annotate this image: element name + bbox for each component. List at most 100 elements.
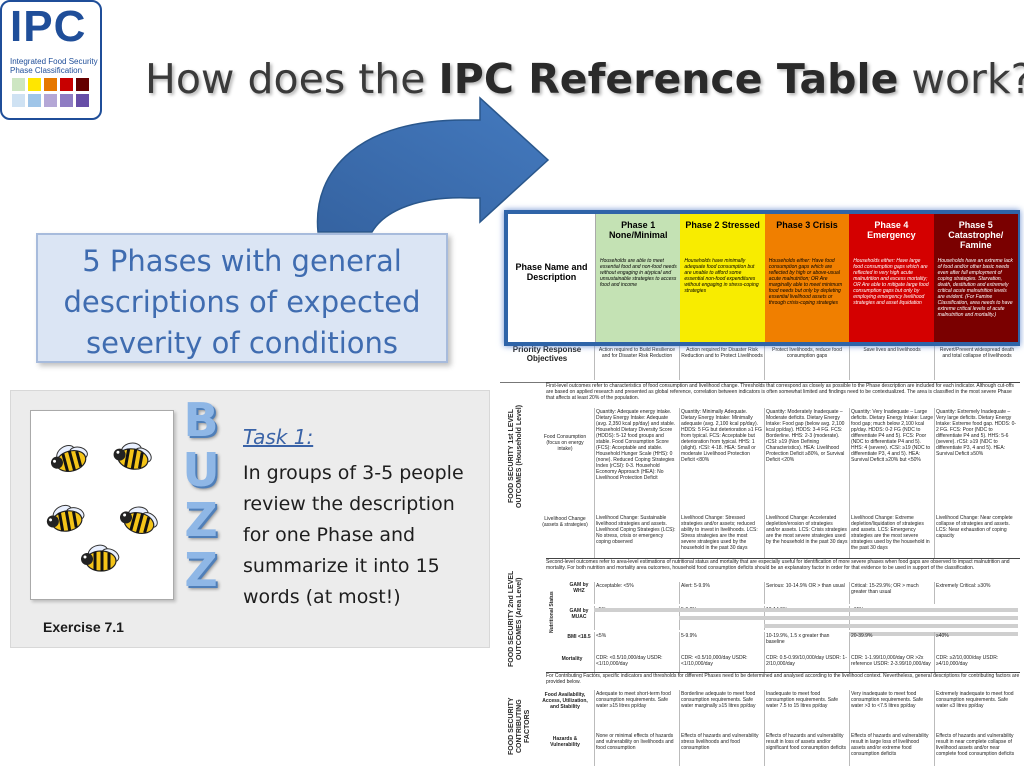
fc-cell: Quantity: Moderately Inadequate – Modera… (764, 408, 849, 514)
gam-muac-label: GAM by MUAC (569, 608, 589, 620)
av-cell: Inadequate to meet food consumption requ… (764, 690, 849, 732)
phase-name-label-cell: Phase Name and Description (508, 214, 596, 342)
phases-line-3: severity of conditions (85, 326, 399, 360)
gam-whz-label: GAM by WHZ (569, 582, 589, 594)
mort-cell: CDR: 1-1.99/10,000/day OR >2x reference … (849, 654, 934, 674)
av-cell: Borderline adequate to meet food consump… (679, 690, 764, 732)
bmi-cell: 20-39.9% (849, 632, 934, 654)
bee-icon (81, 544, 120, 572)
task-line: for one Phase and (243, 524, 416, 546)
obj-cell: Save lives and livelihoods (849, 346, 934, 380)
slide-title: How does the IPC Reference Table work? (145, 55, 1024, 103)
second-level-side-label: FOOD SECURITY 2nd LEVEL OUTCOMES (Area L… (508, 570, 523, 668)
fc-cell: Quantity: Minimally Adequate. Dietary En… (679, 408, 764, 514)
phase-header-highlight: Phase Name and Description Phase 1 None/… (504, 210, 1020, 346)
logo-square (12, 78, 25, 91)
phase-name: Phase 1 None/Minimal (608, 220, 668, 240)
exercise-label: Exercise 7.1 (43, 619, 124, 635)
buzz-letter: Z (184, 493, 218, 547)
lh-cell: Livelihood Change: Extreme depletion/liq… (849, 514, 934, 558)
logo-title: IPC (10, 2, 87, 51)
bees-illustration (46, 442, 158, 572)
bees-image (30, 410, 174, 600)
bmi-cell: 10-19.9%, 1.5 x greater than baseline (764, 632, 849, 654)
mortality-label: Mortality (561, 656, 583, 662)
hz-cell: Effects of hazards and vulnerability res… (764, 732, 849, 766)
logo-square (76, 78, 89, 91)
fc-cell: Quantity: Extremely Inadequate – Very la… (934, 408, 1019, 514)
first-level-note: First-level outcomes refer to characteri… (546, 382, 1020, 407)
livelihood-label: Livelihood Change (assets & strategies) (540, 516, 590, 546)
logo-subtitle: Integrated Food Security Phase Classific… (10, 57, 98, 75)
logo-square (60, 94, 73, 107)
logo-square (28, 94, 41, 107)
muac-band (594, 608, 1018, 612)
buzz-letters: B U Z Z (181, 395, 221, 595)
obj-cell: Action required for Disaster Risk Reduct… (679, 346, 764, 380)
muac-band (679, 616, 1018, 620)
av-cell: Very inadequate to meet food consumption… (849, 690, 934, 732)
fc-cell: Quantity: Very Inadequate – Large defici… (849, 408, 934, 514)
second-level-note: Second-level outcomes refer to area-leve… (546, 558, 1020, 579)
phase-name: Phase 2 Stressed (685, 220, 760, 230)
task-line: In groups of 3-5 people (243, 462, 464, 484)
fc-cell: Quantity: Adequate energy intake. Dietar… (594, 408, 679, 514)
availability-label: Food Availability, Access, Utilization, … (542, 692, 588, 710)
phase-description: Households have an extreme lack of food … (937, 258, 1013, 318)
phase-description: Households either: Have large food consu… (853, 258, 929, 306)
mort-cell: CDR: ≥2/10,000/day USDR: ≥4/10,000/day (934, 654, 1019, 674)
title-suffix: work? (898, 55, 1024, 103)
logo-square (28, 78, 41, 91)
whz-cell: Acceptable: <5% (594, 582, 679, 604)
logo-square (12, 94, 25, 107)
bmi-cell: <5% (594, 632, 679, 654)
lh-cell: Livelihood Change: Sustainable livelihoo… (594, 514, 679, 558)
muac-band (849, 632, 1018, 636)
obj-cell: Protect livelihoods, reduce food consump… (764, 346, 849, 380)
second-level-note-text: Second-level outcomes refer to area-leve… (546, 559, 1010, 571)
mort-cell: CDR: 0.5-0.99/10,000/day USDR: 1-2/10,00… (764, 654, 849, 674)
livelihood-label-text: Livelihood Change (assets & strategies) (542, 516, 588, 528)
bee-icon (119, 506, 158, 535)
bee-icon (46, 504, 85, 532)
whz-cell: Serious: 10-14.9% OR > than usual (764, 582, 849, 604)
first-level-note-text: First-level outcomes refer to characteri… (546, 383, 1014, 401)
mort-cell: CDR: <0.5/10,000/day USDR: <1/10,000/day (594, 654, 679, 674)
bmi-cell: 5-9.9% (679, 632, 764, 654)
phase-name: Phase 4 Emergency (867, 220, 916, 240)
bmi-cell: ≥40% (934, 632, 1019, 654)
task-body: In groups of 3-5 people review the descr… (243, 458, 488, 613)
bee-icon (50, 445, 88, 473)
phase-description: Households have minimally adequate food … (684, 258, 759, 294)
phase-description: Households are able to meet essential fo… (600, 258, 677, 288)
food-consumption-label-text: Food Consumption (focus on energy intake… (543, 434, 587, 452)
hz-cell: Effects of hazards and vulnerability res… (934, 732, 1019, 766)
task-line: summarize it into 15 (243, 555, 440, 577)
whz-cell: Extremely Critical: ≥30% (934, 582, 1019, 604)
hz-cell: Effects of hazards and vulnerability str… (679, 732, 764, 766)
av-cell: Extremely inadequate to meet food consum… (934, 690, 1019, 732)
logo-square (44, 78, 57, 91)
av-cell: Adequate to meet short-term food consump… (594, 690, 679, 732)
logo-square (76, 94, 89, 107)
phase-name-label: Phase Name and Description (515, 262, 588, 282)
task-line: words (at most!) (243, 586, 401, 608)
contributing-note: For Contributing Factors, specific indic… (546, 672, 1020, 691)
ipc-logo: IPC Integrated Food Security Phase Class… (0, 0, 102, 120)
logo-square (60, 78, 73, 91)
title-prefix: How does the (145, 55, 439, 103)
whz-cell: Critical: 15-29.9%; OR > much greater th… (849, 582, 934, 604)
reference-table: Priority Response Objectives Action requ… (500, 338, 1020, 766)
phase-name: Phase 3 Crisis (776, 220, 838, 230)
bmi-label: BMI <18.5 (567, 634, 591, 640)
lh-cell: Livelihood Change: Near complete collaps… (934, 514, 1019, 558)
food-consumption-label: Food Consumption (focus on energy intake… (540, 434, 590, 474)
first-level-side-label: FOOD SECURITY 1st LEVEL OUTCOMES (Househ… (508, 404, 523, 508)
muac-band (764, 624, 1018, 628)
